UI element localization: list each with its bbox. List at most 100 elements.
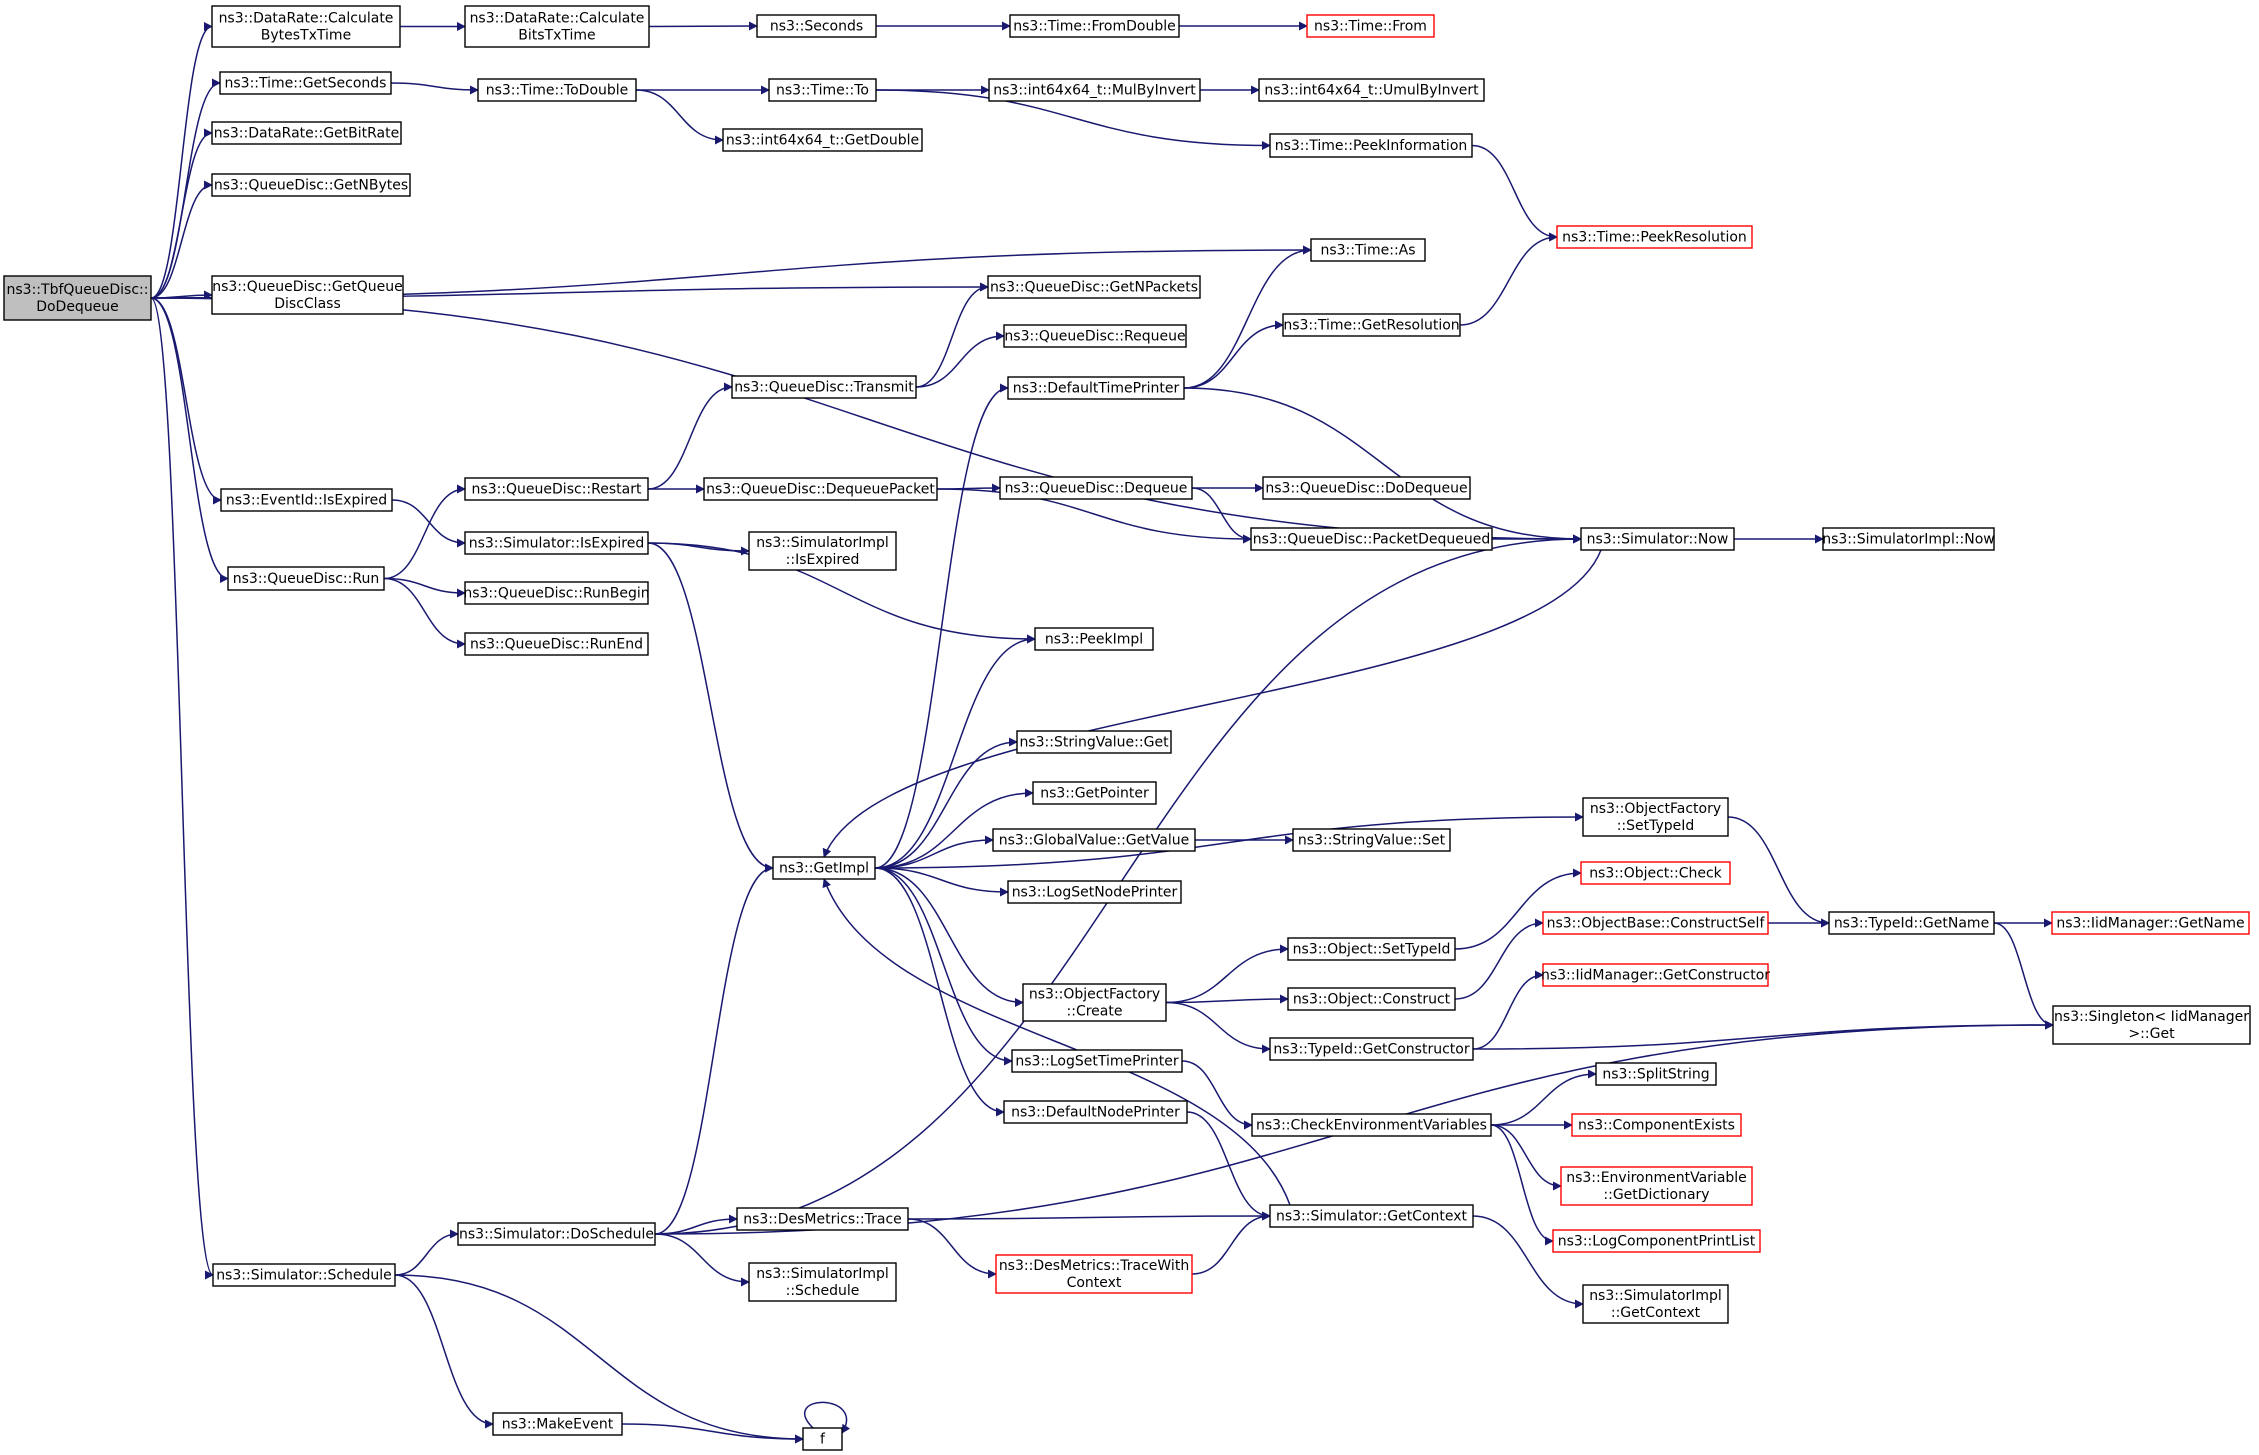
- node-typeid-getconstructor[interactable]: ns3::TypeId::GetConstructor: [1269, 1037, 1474, 1061]
- node-queuedisc-requeue[interactable]: ns3::QueueDisc::Requeue: [1003, 324, 1187, 348]
- node-object-settypeid[interactable]: ns3::Object::SetTypeId: [1287, 937, 1456, 961]
- node-componentexists[interactable]: ns3::ComponentExists: [1571, 1113, 1742, 1137]
- node-simulatorimpl-getcontext[interactable]: ns3::SimulatorImpl::GetContext: [1582, 1284, 1729, 1324]
- node-queuedisc-packetdequeued[interactable]: ns3::QueueDisc::PacketDequeued: [1250, 527, 1493, 551]
- node-label: ::Create: [1067, 1004, 1123, 1020]
- node-label: ::Schedule: [786, 1283, 860, 1299]
- node-simulator-getcontext[interactable]: ns3::Simulator::GetContext: [1269, 1204, 1474, 1228]
- node-time-peekresolution[interactable]: ns3::Time::PeekResolution: [1556, 225, 1753, 249]
- node-environmentvariable-getdictionary[interactable]: ns3::EnvironmentVariable::GetDictionary: [1560, 1166, 1753, 1206]
- node-time-from[interactable]: ns3::Time::From: [1306, 14, 1435, 38]
- node-datarate-getbitrate[interactable]: ns3::DataRate::GetBitRate: [211, 121, 402, 145]
- node-singleton-iidmanager-get[interactable]: ns3::Singleton< IidManager >::Get: [2052, 1005, 2251, 1045]
- node-typeid-getname[interactable]: ns3::TypeId::GetName: [1828, 911, 1995, 935]
- node-stringvalue-get[interactable]: ns3::StringValue::Get: [1016, 730, 1172, 754]
- edge-root-to-getSeconds: [150, 78, 221, 299]
- node-time-fromdouble[interactable]: ns3::Time::FromDouble: [1009, 14, 1180, 38]
- node-eventid-isexpired[interactable]: ns3::EventId::IsExpired: [220, 488, 393, 512]
- node-box: [492, 1412, 623, 1436]
- node-queuedisc-dodequeue[interactable]: ns3::QueueDisc::DoDequeue: [1262, 476, 1471, 500]
- node-queuedisc-dequeuepacket[interactable]: ns3::QueueDisc::DequeuePacket: [703, 477, 938, 501]
- edge-eventIsExpired-to-simIsExpired: [391, 499, 466, 548]
- node-time-peekinformation[interactable]: ns3::Time::PeekInformation: [1269, 133, 1473, 158]
- node-simulator-now[interactable]: ns3::Simulator::Now: [1580, 527, 1735, 551]
- node-queuedisc-runend[interactable]: ns3::QueueDisc::RunEnd: [464, 632, 649, 656]
- node-box: [995, 1254, 1193, 1294]
- node-simulatorimpl-isexpired[interactable]: ns3::SimulatorImpl::IsExpired: [748, 531, 897, 571]
- node-simulator-schedule[interactable]: ns3::Simulator::Schedule: [212, 1263, 396, 1287]
- node-objectbase-constructself[interactable]: ns3::ObjectBase::ConstructSelf: [1542, 911, 1769, 935]
- edge-getImpl-to-peekImpl: [874, 634, 1036, 869]
- node-object-check[interactable]: ns3::Object::Check: [1580, 861, 1731, 885]
- node-time-getseconds[interactable]: ns3::Time::GetSeconds: [219, 71, 392, 95]
- node-int64x64-t-umulbyinvert[interactable]: ns3::int64x64_t::UmulByInvert: [1258, 78, 1485, 102]
- node-defaultnodeprinter[interactable]: ns3::DefaultNodePrinter: [1003, 1100, 1188, 1124]
- node-queuedisc-runbegin[interactable]: ns3::QueueDisc::RunBegin: [463, 581, 650, 605]
- node-object-construct[interactable]: ns3::Object::Construct: [1287, 987, 1456, 1011]
- node-simulator-doschedule[interactable]: ns3::Simulator::DoSchedule: [457, 1222, 656, 1246]
- node-box: [1034, 627, 1154, 651]
- node-logcomponentprintlist[interactable]: ns3::LogComponentPrintList: [1552, 1229, 1761, 1253]
- node-label: ns3::CheckEnvironmentVariables: [1256, 1118, 1487, 1134]
- node-label: ns3::QueueDisc::PacketDequeued: [1253, 532, 1491, 548]
- node-simulator-isexpired[interactable]: ns3::Simulator::IsExpired: [464, 531, 649, 555]
- node-label: f: [820, 1432, 826, 1448]
- node-stringvalue-set[interactable]: ns3::StringValue::Set: [1292, 828, 1451, 852]
- node-desmetrics-trace[interactable]: ns3::DesMetrics::Trace: [736, 1207, 909, 1231]
- node-globalvalue-getvalue[interactable]: ns3::GlobalValue::GetValue: [992, 828, 1196, 852]
- node-label: ::GetContext: [1611, 1305, 1701, 1321]
- node-box: [748, 531, 897, 571]
- node-time-as[interactable]: ns3::Time::As: [1310, 238, 1426, 262]
- node-getpointer[interactable]: ns3::GetPointer: [1032, 781, 1157, 805]
- node-tbfqueuedisc-dodequeue[interactable]: ns3::TbfQueueDisc::DoDequeue: [3, 275, 152, 321]
- node-objectfactory-settypeid[interactable]: ns3::ObjectFactory::SetTypeId: [1582, 797, 1729, 837]
- node-splitstring[interactable]: ns3::SplitString: [1595, 1062, 1717, 1086]
- node-box: [1282, 313, 1461, 337]
- node-logsettimeprinter[interactable]: ns3::LogSetTimePrinter: [1011, 1049, 1183, 1073]
- node-queuedisc-dequeue[interactable]: ns3::QueueDisc::Dequeue: [999, 476, 1193, 500]
- node-checkenvironmentvariables[interactable]: ns3::CheckEnvironmentVariables: [1251, 1113, 1492, 1137]
- node-peekimpl[interactable]: ns3::PeekImpl: [1034, 627, 1154, 651]
- node-box: [1287, 987, 1456, 1011]
- node-getimpl[interactable]: ns3::GetImpl: [772, 856, 876, 880]
- node-box: [731, 375, 917, 399]
- node-box: [1032, 781, 1157, 805]
- node-box: [1016, 730, 1172, 754]
- node-queuedisc-transmit[interactable]: ns3::QueueDisc::Transmit: [731, 375, 917, 399]
- node-box: [768, 78, 877, 102]
- edge-defTimePrinter-to-getRes: [1183, 320, 1284, 389]
- node-seconds[interactable]: ns3::Seconds: [756, 14, 877, 38]
- node-box: [211, 275, 404, 315]
- node-box: [219, 71, 392, 95]
- node-queuedisc-restart[interactable]: ns3::QueueDisc::Restart: [464, 477, 649, 501]
- node-simulatorimpl-now[interactable]: ns3::SimulatorImpl::Now: [1822, 527, 1995, 551]
- node-queuedisc-getnbytes[interactable]: ns3::QueueDisc::GetNBytes: [211, 173, 411, 197]
- edge-desTrace-to-desTraceWithCtx: [907, 1218, 997, 1279]
- node-time-getresolution[interactable]: ns3::Time::GetResolution: [1282, 313, 1461, 337]
- node-makeevent[interactable]: ns3::MakeEvent: [492, 1412, 623, 1436]
- node-logsetnodeprinter[interactable]: ns3::LogSetNodePrinter: [1007, 880, 1182, 904]
- node-queuedisc-getnpackets[interactable]: ns3::QueueDisc::GetNPackets: [987, 275, 1201, 299]
- node-int64x64-t-getdouble[interactable]: ns3::int64x64_t::GetDouble: [722, 128, 923, 152]
- node-box: [464, 632, 649, 656]
- node-int64x64-t-mulbyinvert[interactable]: ns3::int64x64_t::MulByInvert: [988, 78, 1201, 102]
- edge-simIsExpired-to-getImpl: [647, 542, 774, 873]
- node-defaulttimeprinter[interactable]: ns3::DefaultTimePrinter: [1007, 376, 1185, 400]
- node-simulatorimpl-schedule[interactable]: ns3::SimulatorImpl::Schedule: [748, 1262, 897, 1302]
- node-objectfactory-create[interactable]: ns3::ObjectFactory::Create: [1022, 983, 1167, 1022]
- node-label: ns3::QueueDisc::Restart: [472, 482, 642, 498]
- node-box: [1251, 1113, 1492, 1137]
- node-label: ns3::Time::FromDouble: [1013, 19, 1176, 35]
- node-iidmanager-getname[interactable]: ns3::IidManager::GetName: [2051, 911, 2250, 935]
- node-iidmanager-getconstructor[interactable]: ns3::IidManager::GetConstructor: [1541, 963, 1770, 987]
- node-time-to[interactable]: ns3::Time::To: [768, 78, 877, 102]
- node-time-todouble[interactable]: ns3::Time::ToDouble: [477, 78, 637, 102]
- node-queuedisc-run[interactable]: ns3::QueueDisc::Run: [227, 566, 385, 591]
- node-f[interactable]: f: [802, 1427, 843, 1451]
- node-box: [1007, 376, 1185, 400]
- node-box: [211, 5, 401, 48]
